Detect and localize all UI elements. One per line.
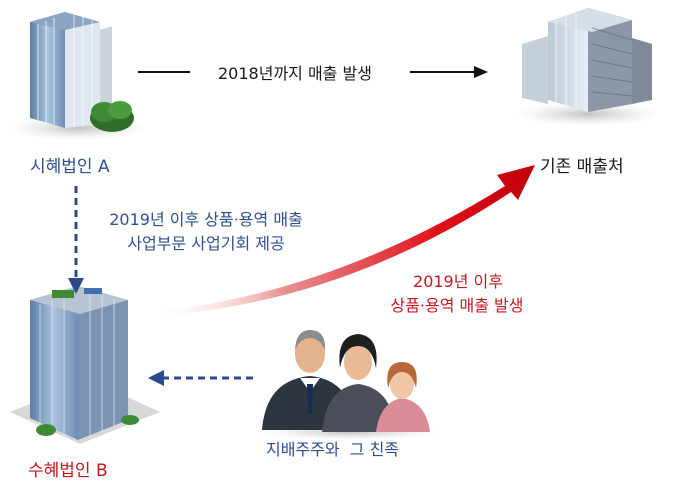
top-sales-arrow: [138, 66, 488, 78]
shareholders-label: 지배주주와 그 친족: [266, 440, 400, 459]
top-arrow-label: 2018년까지 매출 발생: [218, 64, 372, 83]
provider-label: 시혜법인 A: [30, 157, 110, 177]
customer-building-icon: [516, 8, 660, 126]
beneficiary-building-icon: [10, 286, 160, 444]
customer-label: 기존 매출처: [540, 157, 624, 177]
beneficiary-label: 수혜법인 B: [28, 461, 108, 481]
shareholder-dashed-arrow: [148, 370, 258, 386]
provider-building-icon: [8, 12, 148, 140]
growth-label-line2: 상품·용역 매출 발생: [390, 296, 524, 315]
transfer-label-line1: 2019년 이후 상품·용역 매출: [109, 210, 303, 229]
transfer-dashed-arrow: [68, 186, 84, 294]
shareholders-people-icon: [260, 330, 440, 440]
transfer-label-line2: 사업부문 사업기회 제공: [127, 234, 285, 253]
growth-label-line1: 2019년 이후: [413, 272, 503, 291]
